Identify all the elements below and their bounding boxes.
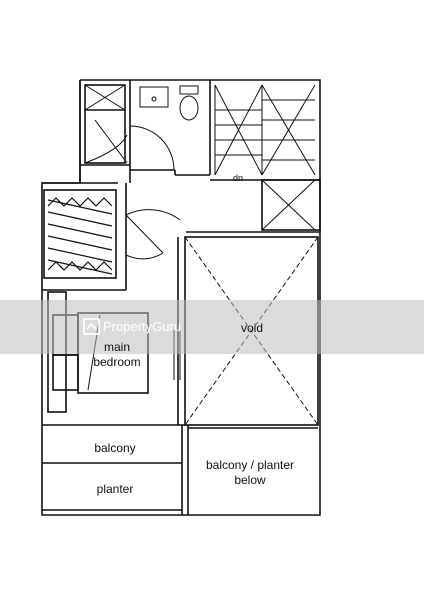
watermark-band [0, 300, 424, 354]
room-labels: dn void main bedroom balcony planter bal… [93, 173, 294, 496]
void-label: void [241, 321, 263, 335]
main-bedroom-label-line1: main [104, 340, 130, 354]
propertyguru-logo-icon [83, 318, 100, 335]
stair-treads [214, 84, 316, 231]
watermark: PropertyGuru [0, 300, 424, 354]
balcony-planter-label-line1: balcony / planter [206, 458, 294, 472]
wardrobe-hatching [47, 197, 113, 275]
watermark-text: PropertyGuru [103, 319, 181, 334]
stair-down-label: dn [233, 173, 243, 183]
balcony-label: balcony [94, 441, 135, 455]
planter-label: planter [97, 482, 134, 496]
main-bedroom-label-line2: bedroom [93, 355, 140, 369]
walls [41, 79, 321, 516]
balcony-planter-label-line2: below [234, 473, 266, 487]
